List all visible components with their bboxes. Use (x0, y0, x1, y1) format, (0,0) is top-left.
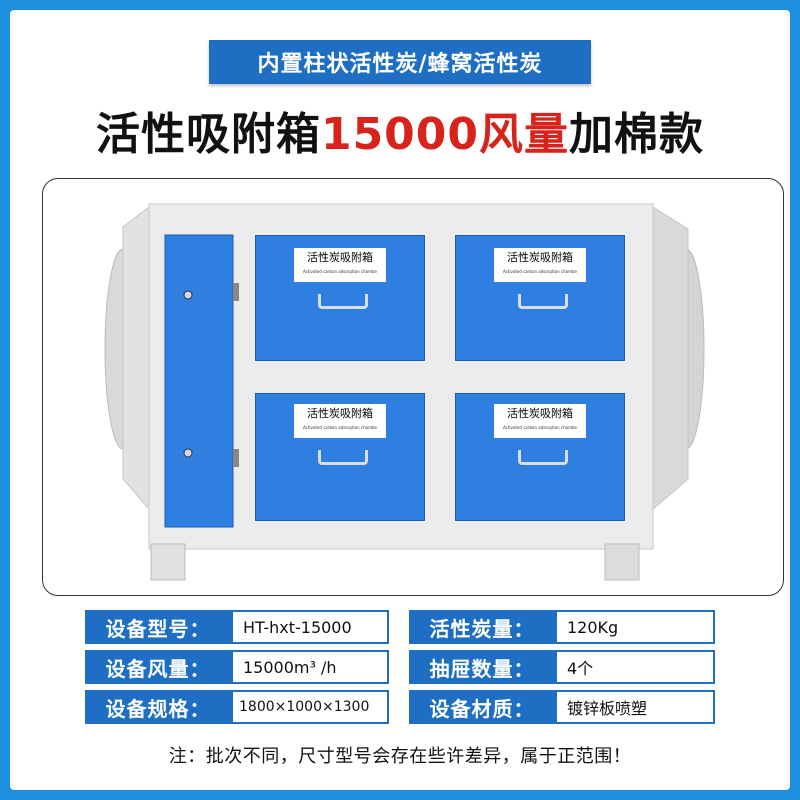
hinge-top (233, 283, 239, 301)
hinge-bottom (233, 449, 239, 467)
drawer-top-left[interactable]: 活性炭吸附箱 Activated carbon adsorption chamb… (255, 235, 425, 361)
title-part-2: 15000风量 (320, 109, 570, 160)
leg-left (150, 543, 186, 581)
subtitle-banner: 内置柱状活性炭/蜂窝活性炭 (209, 40, 591, 84)
spec-table: 设备型号： HT-hxt-15000 活性炭量： 120Kg 设备风量： 150… (85, 610, 715, 730)
subtitle-text: 内置柱状活性炭/蜂窝活性炭 (257, 52, 543, 77)
drawer-label-cn: 活性炭吸附箱 (307, 407, 373, 420)
spec-value: HT-hxt-15000 (231, 610, 389, 644)
drawer-label-en: Activated carbon adsorption chambe (302, 425, 377, 430)
leg-right (604, 543, 640, 581)
drawer-label-plate: 活性炭吸附箱 Activated carbon adsorption chamb… (294, 248, 386, 282)
drawer-label-en: Activated carbon adsorption chambe (502, 425, 577, 430)
left-hood (122, 205, 150, 511)
right-hood (652, 206, 689, 511)
drawer-handle[interactable] (518, 450, 568, 465)
spec-value: 120Kg (555, 610, 715, 644)
drawer-handle[interactable] (518, 294, 568, 309)
drawer-handle[interactable] (318, 450, 368, 465)
drawer-label-cn: 活性炭吸附箱 (307, 251, 373, 264)
drawer-handle[interactable] (318, 294, 368, 309)
spec-value: 1800×1000×1300 (231, 690, 389, 724)
footnote: 注：批次不同，尺寸型号会存在些许差异，属于正范围！ (168, 746, 632, 767)
drawer-label-plate: 活性炭吸附箱 Activated carbon adsorption chamb… (494, 248, 586, 282)
spec-label: 活性炭量： (409, 610, 555, 644)
spec-row: 设备型号： HT-hxt-15000 活性炭量： 120Kg (85, 610, 715, 644)
side-door (164, 234, 234, 528)
spec-label: 设备风量： (85, 650, 231, 684)
drawer-label-cn: 活性炭吸附箱 (507, 407, 573, 420)
door-knob-top (183, 290, 193, 300)
drawer-label-en: Activated carbon adsorption chambe (502, 269, 577, 274)
drawer-label-plate: 活性炭吸附箱 Activated carbon adsorption chamb… (294, 404, 386, 438)
spec-label: 设备规格： (85, 690, 231, 724)
drawer-label-plate: 活性炭吸附箱 Activated carbon adsorption chamb… (494, 404, 586, 438)
product-photo-frame: 活性炭吸附箱 Activated carbon adsorption chamb… (42, 178, 784, 596)
spec-label: 设备材质： (409, 690, 555, 724)
drawer-label-cn: 活性炭吸附箱 (507, 251, 573, 264)
drawer-bottom-right[interactable]: 活性炭吸附箱 Activated carbon adsorption chamb… (455, 393, 625, 521)
spec-row: 设备风量： 15000m³ /h 抽屉数量： 4个 (85, 650, 715, 684)
title-part-1: 活性吸附箱 (95, 109, 321, 160)
spec-row: 设备规格： 1800×1000×1300 设备材质： 镀锌板喷塑 (85, 690, 715, 724)
spec-value: 15000m³ /h (231, 650, 389, 684)
title-part-3: 加棉款 (569, 109, 705, 160)
door-knob-bottom (183, 448, 193, 458)
spec-label: 设备型号： (85, 610, 231, 644)
spec-label: 抽屉数量： (409, 650, 555, 684)
spec-value: 镀锌板喷塑 (555, 690, 715, 724)
spec-value: 4个 (555, 650, 715, 684)
drawer-bottom-left[interactable]: 活性炭吸附箱 Activated carbon adsorption chamb… (255, 393, 425, 521)
drawer-label-en: Activated carbon adsorption chambe (302, 269, 377, 274)
drawer-top-right[interactable]: 活性炭吸附箱 Activated carbon adsorption chamb… (455, 235, 625, 361)
